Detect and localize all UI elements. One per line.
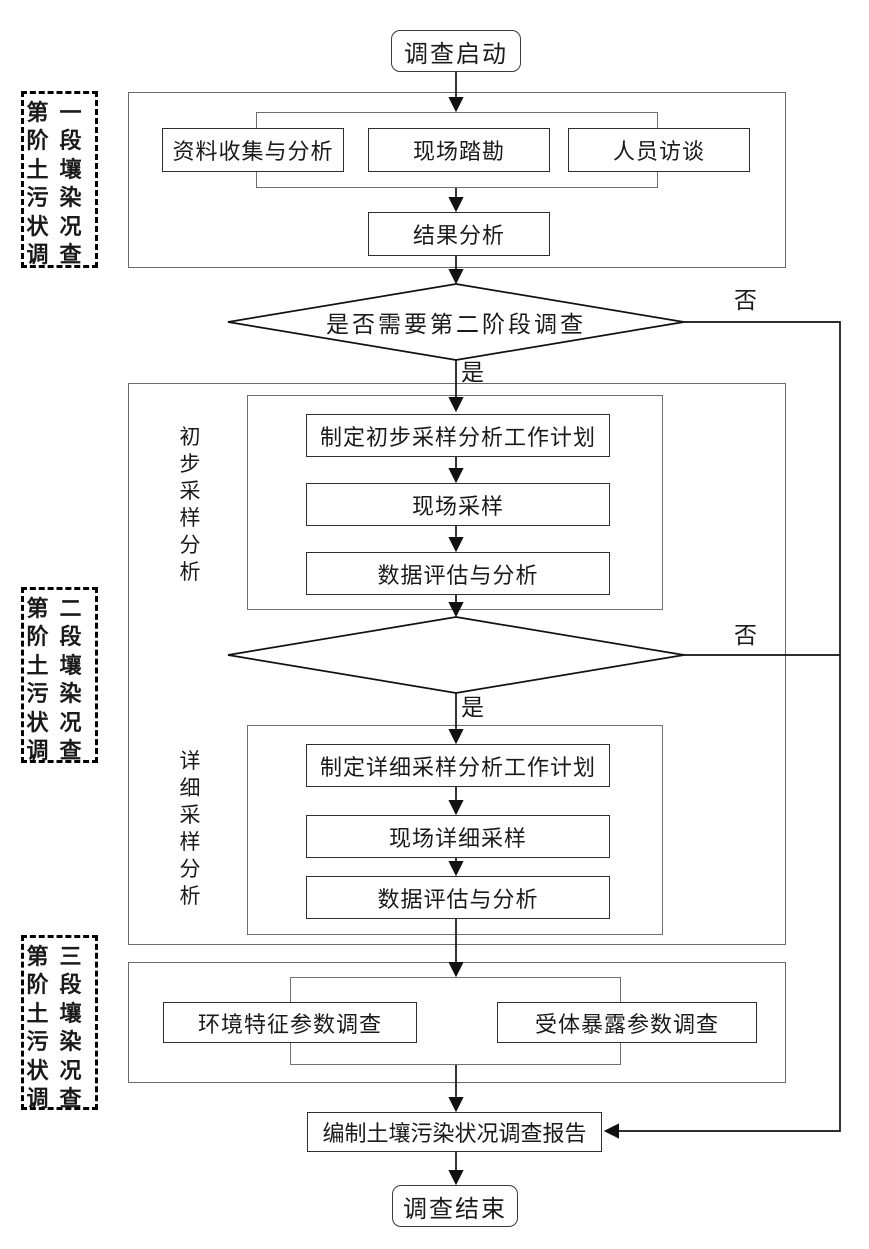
detailed-plan-box: 制定详细采样分析工作计划 [306,744,610,787]
data-evaluation-box-1: 数据评估与分析 [306,552,610,595]
stage1-frame [128,92,786,268]
start-node: 调查启动 [391,30,521,72]
site-reconnaissance-box: 现场踏勘 [368,128,550,172]
data-collection-box: 资料收集与分析 [162,128,344,172]
field-sampling-box: 现场采样 [306,483,610,526]
decision1-label: 是否需要第二阶段调查 [326,311,586,337]
yes-label-2: 是 [461,694,484,720]
data-evaluation-box-2: 数据评估与分析 [306,876,610,919]
personnel-interview-box: 人员访谈 [568,128,750,172]
decision2-label [286,641,626,669]
no-label-1: 否 [734,287,757,313]
detailed-field-sampling-box: 现场详细采样 [306,815,610,858]
environmental-parameters-box: 环境特征参数调查 [163,1002,417,1043]
result-analysis-box: 结果分析 [368,212,550,256]
no-label-2: 否 [734,622,757,648]
stage1-dashed-label: 第一阶段土壤污染状况调查 [21,91,98,268]
stage2-dashed-label: 第二阶段土壤污染状况调查 [21,587,98,763]
receptor-exposure-parameters-box: 受体暴露参数调查 [497,1002,757,1043]
end-node: 调查结束 [392,1185,518,1227]
stage3-dashed-label: 第三阶段土壤污染状况调查 [21,935,98,1111]
preliminary-plan-box: 制定初步采样分析工作计划 [306,414,610,457]
report-box: 编制土壤污染状况调查报告 [307,1112,602,1152]
detailed-sampling-label: 详细采样分析 [179,750,201,908]
preliminary-sampling-label: 初步采样分析 [179,426,201,584]
yes-label-1: 是 [461,359,484,385]
